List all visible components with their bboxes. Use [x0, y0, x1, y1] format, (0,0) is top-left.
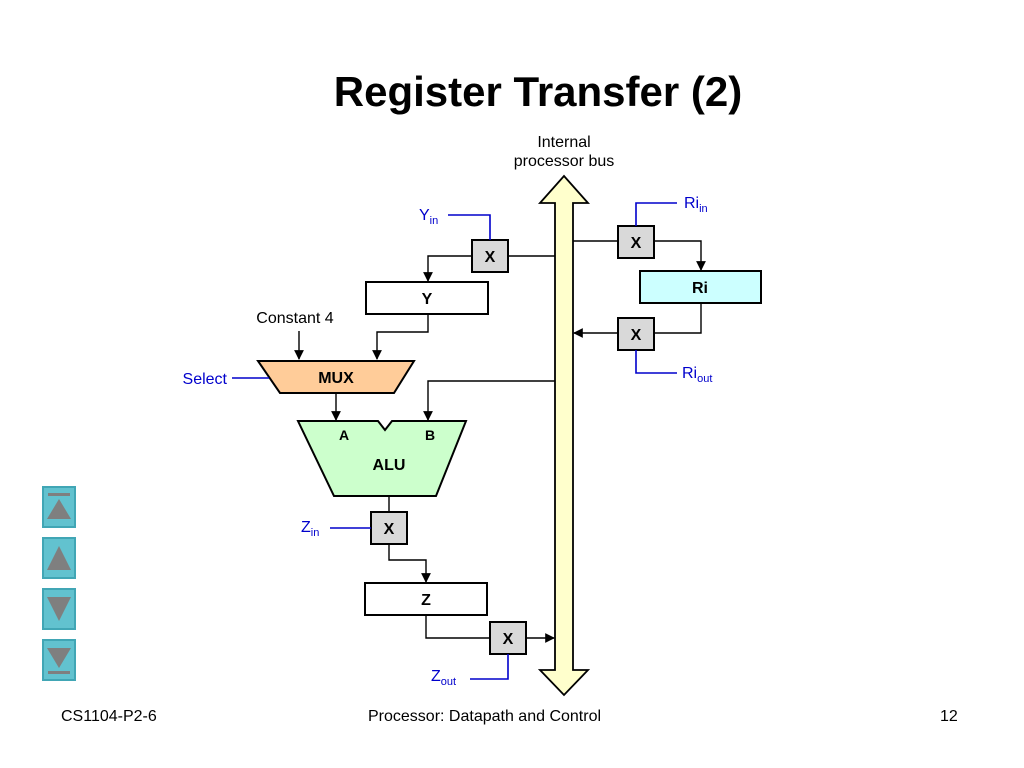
- ri-in-gate: X: [617, 225, 655, 259]
- select-signal-label: Select: [183, 371, 228, 388]
- internal-processor-bus: [537, 174, 591, 697]
- ri-out-gate: X: [617, 317, 655, 351]
- alu-label: ALU: [373, 457, 406, 474]
- mux: MUX: [256, 360, 416, 394]
- ri-in-gate-label: X: [631, 235, 642, 252]
- next-slide-icon: [47, 597, 71, 621]
- last-slide-button[interactable]: [42, 639, 76, 681]
- register-ri-label: Ri: [692, 280, 708, 297]
- z-out-gate: X: [489, 621, 527, 655]
- z-gate-to-z-wire: [388, 544, 431, 583]
- alu-input-b-label: B: [425, 427, 435, 443]
- ri-in-signal-label: Riin: [684, 195, 708, 215]
- previous-slide-button[interactable]: [42, 537, 76, 579]
- ri-out-control-wire: [635, 350, 677, 374]
- z-in-signal-label: Zin: [301, 519, 319, 539]
- y-in-gate-label: X: [485, 249, 496, 266]
- ri-in-gate-to-ri-wire: [654, 240, 706, 271]
- ri-to-ri-out-gate-wire: [654, 303, 702, 334]
- ri-in-control-wire: [635, 202, 677, 226]
- z-out-signal-label: Zout: [431, 668, 456, 688]
- previous-slide-icon: [47, 546, 71, 570]
- register-y: Y: [365, 281, 489, 315]
- register-y-label: Y: [422, 291, 433, 308]
- next-slide-button[interactable]: [42, 588, 76, 630]
- footer-course-code: CS1104-P2-6: [61, 708, 157, 725]
- y-in-signal-label: Yin: [419, 207, 438, 227]
- last-slide-icon: [47, 648, 71, 674]
- footer-topic: Processor: Datapath and Control: [368, 708, 602, 725]
- bus-to-alu-b-wire: [423, 380, 555, 421]
- constant-4-label: Constant 4: [256, 310, 333, 327]
- register-ri: Ri: [639, 270, 762, 304]
- bus-label-line2: processor bus: [514, 153, 615, 170]
- z-in-gate-label: X: [384, 521, 395, 538]
- z-out-control-wire: [470, 654, 509, 680]
- bus-label-line1: Internal: [537, 134, 590, 151]
- register-z: Z: [364, 582, 488, 616]
- y-in-gate: X: [471, 239, 509, 273]
- first-slide-button[interactable]: [42, 486, 76, 528]
- register-z-label: Z: [421, 592, 431, 609]
- y-to-mux-wire: [372, 314, 429, 360]
- y-in-control-wire: [448, 214, 491, 240]
- slide-title: Register Transfer (2): [333, 68, 743, 115]
- alu: A B ALU: [296, 420, 468, 497]
- y-gate-to-y-wire: [423, 255, 472, 282]
- footer-page-number: 12: [940, 708, 958, 725]
- mux-label: MUX: [318, 370, 354, 387]
- z-to-z-out-gate-wire: [425, 615, 490, 639]
- ri-out-signal-label: Riout: [682, 365, 712, 385]
- z-out-gate-label: X: [503, 631, 514, 648]
- alu-input-a-label: A: [339, 427, 349, 443]
- ri-out-gate-label: X: [631, 327, 642, 344]
- z-in-gate: X: [370, 511, 408, 545]
- first-slide-icon: [47, 493, 71, 519]
